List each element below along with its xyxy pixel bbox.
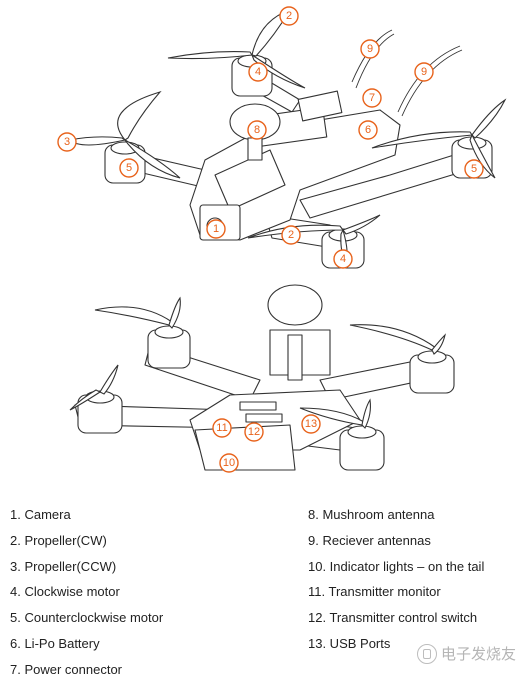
legend-item: 1. Camera bbox=[10, 507, 71, 522]
legend-item: 11. Transmitter monitor bbox=[308, 584, 441, 600]
callout-13: 13 bbox=[301, 414, 321, 434]
svg-text:13: 13 bbox=[305, 418, 317, 430]
callout-5b: 5 bbox=[464, 159, 484, 179]
watermark: 电子发烧友 bbox=[416, 643, 516, 664]
svg-text:2: 2 bbox=[286, 10, 292, 22]
svg-text:5: 5 bbox=[471, 163, 477, 175]
legend-item: 9. Reciever antennas bbox=[308, 532, 431, 548]
motor-back-left bbox=[147, 325, 191, 369]
watermark-text: 电子发烧友 bbox=[440, 645, 516, 663]
legend-item: 8. Mushroom antenna bbox=[308, 507, 435, 522]
legend-left-column: 1. Camera 2. Propeller(CW) 3. Propeller(… bbox=[10, 506, 163, 687]
callout-10: 10 bbox=[219, 453, 239, 473]
legend-item: 3. Propeller(CCW) bbox=[10, 558, 117, 574]
callout-11: 11 bbox=[212, 418, 232, 438]
callout-7: 7 bbox=[362, 88, 382, 108]
callout-9a: 9 bbox=[360, 39, 380, 59]
svg-text:9: 9 bbox=[367, 43, 373, 55]
callout-9b: 9 bbox=[414, 62, 434, 82]
svg-text:10: 10 bbox=[223, 457, 235, 469]
svg-text:8: 8 bbox=[254, 124, 260, 136]
legend-item: 10. Indicator lights – on the tail bbox=[308, 558, 485, 574]
callout-4a: 4 bbox=[248, 62, 268, 82]
legend-item: 12. Transmitter control switch bbox=[308, 610, 478, 626]
motor-back-right bbox=[409, 350, 455, 394]
propeller-back-left bbox=[94, 296, 181, 329]
vent-slot bbox=[245, 413, 283, 423]
svg-text:11: 11 bbox=[216, 422, 227, 434]
svg-text:1: 1 bbox=[213, 223, 219, 235]
svg-text:7: 7 bbox=[369, 92, 375, 104]
motor-front-right bbox=[339, 425, 385, 471]
svg-text:12: 12 bbox=[248, 426, 260, 438]
antenna-stem bbox=[247, 137, 263, 161]
callout-1: 1 bbox=[206, 219, 226, 239]
propeller-rear-right bbox=[371, 98, 507, 179]
frame-body bbox=[189, 109, 401, 241]
svg-text:5: 5 bbox=[126, 162, 132, 174]
svg-text:4: 4 bbox=[340, 253, 346, 265]
legend-item: 6. Li-Po Battery bbox=[10, 635, 100, 651]
callout-5a: 5 bbox=[119, 158, 139, 178]
callout-2a: 2 bbox=[279, 6, 299, 26]
callout-2b: 2 bbox=[281, 225, 301, 245]
watermark-logo-icon bbox=[416, 643, 437, 664]
callout-8: 8 bbox=[247, 120, 267, 140]
mushroom-antenna bbox=[267, 284, 323, 326]
drone-top-view bbox=[68, 9, 507, 269]
callout-6: 6 bbox=[358, 120, 378, 140]
propeller-front-right bbox=[299, 398, 371, 429]
legend-item: 7. Power connector bbox=[10, 661, 123, 677]
svg-text:3: 3 bbox=[64, 136, 70, 148]
antenna-stem bbox=[287, 334, 303, 381]
svg-text:6: 6 bbox=[365, 124, 371, 136]
propeller-front-left bbox=[69, 364, 119, 411]
propeller-back-right bbox=[349, 324, 446, 355]
drone-diagram: 1 2 2 3 4 4 5 5 6 7 8 9 9 10 11 12 13 bbox=[57, 6, 507, 473]
svg-text:2: 2 bbox=[288, 229, 294, 241]
legend-item: 13. USB Ports bbox=[308, 635, 391, 651]
legend-item: 5. Counterclockwise motor bbox=[10, 610, 164, 626]
drone-bottom-view bbox=[69, 284, 455, 471]
svg-text:9: 9 bbox=[421, 66, 427, 78]
legend-item: 2. Propeller(CW) bbox=[10, 532, 107, 548]
legend-right-column: 8. Mushroom antenna 9. Reciever antennas… bbox=[308, 506, 484, 661]
legend-item: 4. Clockwise motor bbox=[10, 584, 120, 600]
callout-3: 3 bbox=[57, 132, 77, 152]
power-connector bbox=[297, 90, 343, 122]
svg-text:4: 4 bbox=[255, 66, 261, 78]
propeller-front-left bbox=[68, 90, 181, 179]
callout-4b: 4 bbox=[333, 249, 353, 269]
vent-slot bbox=[239, 401, 277, 411]
callout-12: 12 bbox=[244, 422, 264, 442]
